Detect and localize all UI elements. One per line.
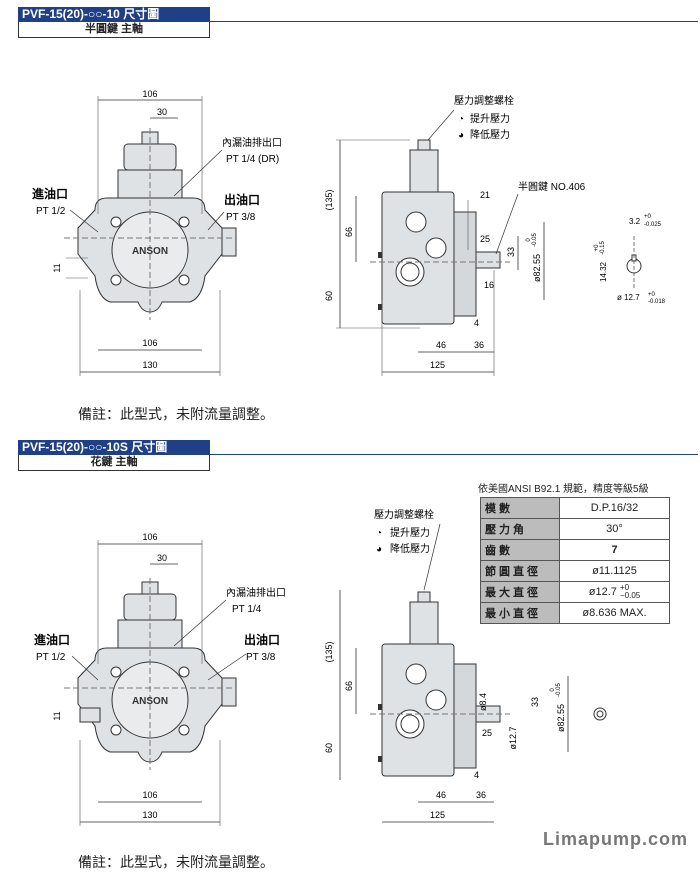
s2-front-dim-130: 130	[142, 810, 157, 820]
section2-title: PVF-15(20)-○○-10S 尺寸圖	[18, 440, 210, 454]
s1-inlet-label: 進油口	[32, 186, 68, 201]
s2-side-d8255-tol0: 0	[550, 688, 556, 692]
s1-drain-label: 內漏油排出口	[222, 136, 282, 149]
section2-note: 備註：此型式，未附流量調整。	[78, 854, 274, 870]
s2-side-d66: 66	[344, 681, 354, 691]
s1-side-d46: 46	[436, 340, 446, 350]
s1-side-d66: 66	[344, 227, 354, 237]
s1-down-icon: ◕	[458, 130, 464, 141]
s1-key-w-tol: -0.025	[644, 222, 662, 228]
s2-up-icon: ◔	[376, 528, 382, 539]
watermark: Limapump.com	[542, 829, 688, 849]
s2-side-d8255: ø82.55	[556, 704, 566, 732]
s2-side-d8255-tol: -0.05	[556, 683, 562, 697]
s1-key-w: 3.2	[629, 217, 641, 226]
s2-front-dim-106-bottom: 106	[142, 790, 157, 800]
spec-row: 最大直徑 ø12.7 +0−0.05	[480, 581, 670, 603]
section2-side-view: 壓力調整螺栓 提升壓力 降低壓力 ◔ ◕ (135) 66 60 ø8.4 ø1…	[324, 508, 607, 823]
section2-rule	[18, 454, 698, 455]
s1-up-label: 提升壓力	[470, 112, 510, 125]
section1-side-view: 壓力調整螺栓 提升壓力 降低壓力 ◔ ◕ 半圓鍵 NO.406 (135) 66…	[324, 94, 586, 376]
s1-key-d-tol0: +0	[648, 292, 656, 298]
s1-front-dim-106-bottom: 106	[142, 338, 157, 348]
s2-up-label: 提升壓力	[390, 526, 430, 539]
spec-title: 依美國ANSI B92.1 規範，精度等級5級	[478, 484, 649, 495]
s2-down-label: 降低壓力	[390, 542, 430, 555]
s2-side-d46: 46	[436, 790, 446, 800]
s1-front-dim-30: 30	[157, 107, 167, 117]
s1-side-d135: (135)	[324, 189, 334, 210]
s2-brand: ANSON	[132, 696, 168, 707]
s2-side-d25: 25	[482, 728, 492, 738]
s1-drain-thread: PT 1/4 (DR)	[226, 154, 279, 165]
s2-side-d84: ø8.4	[478, 693, 488, 711]
s2-outlet-label: 出油口	[244, 632, 280, 647]
s2-side-d60: 60	[324, 743, 334, 753]
s2-side-d4: 4	[474, 770, 479, 780]
s1-side-d33: 33	[506, 247, 516, 257]
s1-side-d60: 60	[324, 291, 334, 301]
s1-key-h: 14.32	[599, 261, 608, 282]
s1-side-d125: 125	[430, 360, 445, 370]
s1-side-d8255-tol: -0.05	[532, 233, 538, 247]
section1-key-detail: 3.2 +0 -0.025 14.32 +0 -0.15 ø 12.7 +0 -…	[594, 214, 666, 305]
s1-side-d21: 21	[480, 190, 490, 200]
s1-side-d8255: ø82.55	[532, 254, 542, 282]
s2-adj-label: 壓力調整螺栓	[374, 508, 434, 521]
s2-side-d33: 33	[530, 697, 540, 707]
s2-side-d135: (135)	[324, 641, 334, 662]
s2-outlet-thread: PT 3/8	[246, 652, 276, 663]
s1-adj-label: 壓力調整螺栓	[454, 94, 514, 107]
s1-key-w-tol0: +0	[644, 214, 652, 220]
s1-up-icon: ◔	[458, 114, 464, 125]
s1-key-d: ø 12.7	[617, 293, 640, 302]
section1-title: PVF-15(20)-○○-10 尺寸圖	[18, 7, 210, 21]
s1-front-dim-130: 130	[142, 360, 157, 370]
s1-key-h-tol0: +0	[594, 244, 600, 252]
spline-detail-icon	[593, 707, 607, 721]
s1-side-d36: 36	[474, 340, 484, 350]
section2-front-view: ANSON 106 30 106 130 11 內漏油排出口 PT 1/4 進油…	[34, 532, 286, 826]
s2-front-dim-30: 30	[157, 553, 167, 563]
s2-inlet-thread: PT 1/2	[36, 652, 66, 663]
s2-drain-thread: PT 1/4	[232, 604, 262, 615]
s1-key-label: 半圓鍵 NO.406	[518, 180, 586, 193]
s1-outlet-thread: PT 3/8	[226, 212, 256, 223]
s1-inlet-thread: PT 1/2	[36, 206, 66, 217]
s2-side-d125: 125	[430, 810, 445, 820]
s2-drain-label: 內漏油排出口	[226, 586, 286, 599]
s2-front-dim-106-top: 106	[142, 532, 157, 542]
s1-brand: ANSON	[132, 246, 168, 257]
s1-side-d16: 16	[484, 280, 494, 290]
s2-down-icon: ◕	[376, 544, 382, 555]
section1-front-view: ANSON 106 30 106 130 11 內漏油排出口 PT 1/4 (D…	[32, 89, 282, 376]
section1-rule	[18, 21, 698, 22]
s2-side-d127: ø12.7	[508, 726, 518, 749]
s1-side-d25: 25	[480, 234, 490, 244]
s1-key-d-tol: -0.018	[648, 299, 666, 305]
s1-key-h-tol: -0.15	[600, 241, 606, 255]
s1-front-dim-11: 11	[52, 263, 62, 272]
s2-inlet-label: 進油口	[34, 632, 70, 647]
s1-side-d8255-tol0: 0	[526, 238, 532, 242]
section1-note: 備註：此型式，未附流量調整。	[78, 406, 274, 422]
s1-down-label: 降低壓力	[470, 128, 510, 141]
s1-side-d4: 4	[474, 318, 479, 328]
s1-front-dim-106-top: 106	[142, 89, 157, 99]
s2-side-d36: 36	[476, 790, 486, 800]
s2-front-dim-11: 11	[52, 711, 62, 720]
s1-outlet-label: 出油口	[224, 192, 260, 207]
